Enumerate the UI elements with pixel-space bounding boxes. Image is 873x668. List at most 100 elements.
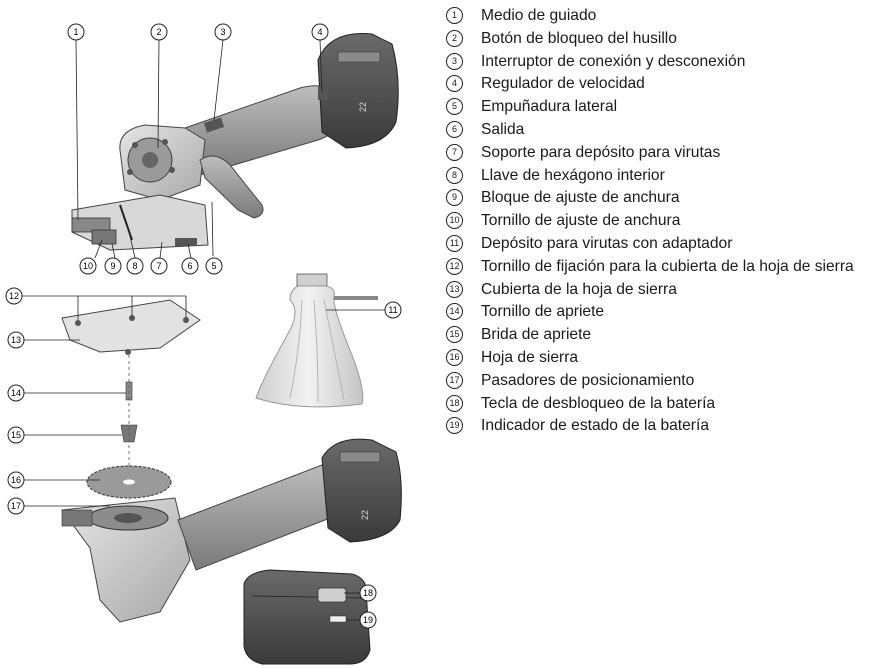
legend-item: 8 Llave de hexágono interior: [446, 166, 866, 186]
legend-text: Llave de hexágono interior: [481, 166, 665, 184]
svg-text:5: 5: [211, 261, 216, 271]
battery-pack-drawing: [243, 569, 371, 665]
callout-3: 3: [214, 23, 232, 41]
legend-number: 9: [446, 189, 463, 207]
legend-number: 15: [446, 326, 463, 344]
battery-label-2: 22: [360, 510, 370, 520]
legend-text: Botón de bloqueo del husillo: [481, 29, 677, 47]
legend-number: 5: [446, 98, 463, 116]
legend-number: 18: [446, 394, 463, 412]
legend-number: 2: [446, 29, 463, 47]
callout-markers: 1 2 3 4 10 9 8 7 6 5 11 12 13 14 15 16 1…: [5, 23, 402, 629]
legend-number: 16: [446, 348, 463, 366]
callout-16: 16: [7, 471, 25, 489]
legend-number: 14: [446, 303, 463, 321]
legend-number: 6: [446, 120, 463, 138]
svg-text:8: 8: [132, 261, 137, 271]
svg-text:9: 9: [110, 261, 115, 271]
legend-text: Tornillo de apriete: [481, 303, 605, 321]
svg-text:15: 15: [11, 430, 21, 440]
callout-13: 13: [7, 331, 25, 349]
legend-item: 5 Empuñadura lateral: [446, 97, 866, 117]
legend-text: Depósito para virutas con adaptador: [481, 234, 733, 252]
legend-text: Tecla de desbloqueo de la batería: [481, 394, 716, 412]
exploded-tool-drawing: 22: [61, 299, 402, 623]
callout-18: 18: [359, 584, 377, 602]
legend-number: 10: [446, 212, 463, 230]
svg-text:2: 2: [156, 27, 161, 37]
svg-text:14: 14: [11, 388, 21, 398]
legend-number: 8: [446, 166, 463, 184]
svg-text:1: 1: [73, 27, 78, 37]
callout-19: 19: [359, 611, 377, 629]
svg-text:16: 16: [11, 475, 21, 485]
legend-number: 4: [446, 75, 463, 93]
callout-9: 9: [104, 257, 122, 275]
legend-text: Brida de apriete: [481, 326, 592, 344]
svg-text:4: 4: [317, 27, 322, 37]
legend-text: Bloque de ajuste de anchura: [481, 189, 680, 207]
legend-item: 3 Interruptor de conexión y desconexión: [446, 52, 866, 72]
legend-number: 3: [446, 52, 463, 70]
legend-number: 13: [446, 280, 463, 298]
legend-item: 6 Salida: [446, 120, 866, 140]
legend-item: 16 Hoja de sierra: [446, 348, 866, 368]
svg-text:13: 13: [11, 335, 21, 345]
callout-6: 6: [181, 257, 199, 275]
leader-lines: [22, 39, 385, 621]
svg-text:6: 6: [187, 261, 192, 271]
callout-7: 7: [150, 257, 168, 275]
callout-8: 8: [126, 257, 144, 275]
legend-text: Pasadores de posicionamiento: [481, 371, 695, 389]
svg-text:11: 11: [388, 305, 397, 315]
legend-item: 4 Regulador de velocidad: [446, 74, 866, 94]
svg-text:19: 19: [363, 615, 373, 625]
legend-text: Empuñadura lateral: [481, 98, 618, 116]
legend-text: Interruptor de conexión y desconexión: [481, 52, 746, 70]
assembled-tool-drawing: 22: [71, 33, 399, 251]
callout-17: 17: [7, 497, 25, 515]
legend-number: 1: [446, 7, 463, 24]
callout-12: 12: [5, 287, 23, 305]
svg-text:10: 10: [83, 261, 93, 271]
legend-number: 11: [446, 234, 463, 252]
svg-text:17: 17: [11, 501, 21, 511]
svg-text:12: 12: [9, 291, 19, 301]
battery-label: 22: [358, 102, 368, 112]
legend-text: Hoja de sierra: [481, 348, 579, 366]
legend-item: 15 Brida de apriete: [446, 325, 866, 345]
callout-5: 5: [205, 257, 223, 275]
legend-text: Salida: [481, 120, 525, 138]
callout-1: 1: [67, 23, 85, 41]
callout-14: 14: [7, 384, 25, 402]
legend-item: 11 Depósito para virutas con adaptador: [446, 234, 866, 254]
callout-2: 2: [150, 23, 168, 41]
callout-10: 10: [79, 257, 97, 275]
legend-item: 14 Tornillo de apriete: [446, 302, 866, 322]
legend-item: 18 Tecla de desbloqueo de la batería: [446, 394, 866, 414]
chip-bag-drawing: [255, 273, 378, 408]
legend-number: 17: [446, 371, 463, 389]
legend-item: 13 Cubierta de la hoja de sierra: [446, 280, 866, 300]
legend-text: Tornillo de fijación para la cubierta de…: [481, 257, 854, 275]
legend-item: 9 Bloque de ajuste de anchura: [446, 188, 866, 208]
technical-illustration: 22: [5, 23, 402, 665]
legend-item: 17 Pasadores de posicionamiento: [446, 371, 866, 391]
legend-text: Cubierta de la hoja de sierra: [481, 280, 677, 298]
callout-4: 4: [311, 23, 329, 41]
svg-text:3: 3: [220, 27, 225, 37]
legend-number: 19: [446, 417, 463, 435]
legend-item: 19 Indicador de estado de la batería: [446, 416, 866, 436]
callout-11: 11: [384, 301, 402, 319]
legend-item: 2 Botón de bloqueo del husillo: [446, 29, 866, 49]
legend-text: Indicador de estado de la batería: [481, 417, 710, 435]
callout-15: 15: [7, 426, 25, 444]
legend-item: 10 Tornillo de ajuste de anchura: [446, 211, 866, 231]
legend-text: Tornillo de ajuste de anchura: [481, 212, 681, 230]
legend-number: 7: [446, 143, 463, 161]
legend-text: Regulador de velocidad: [481, 75, 645, 93]
